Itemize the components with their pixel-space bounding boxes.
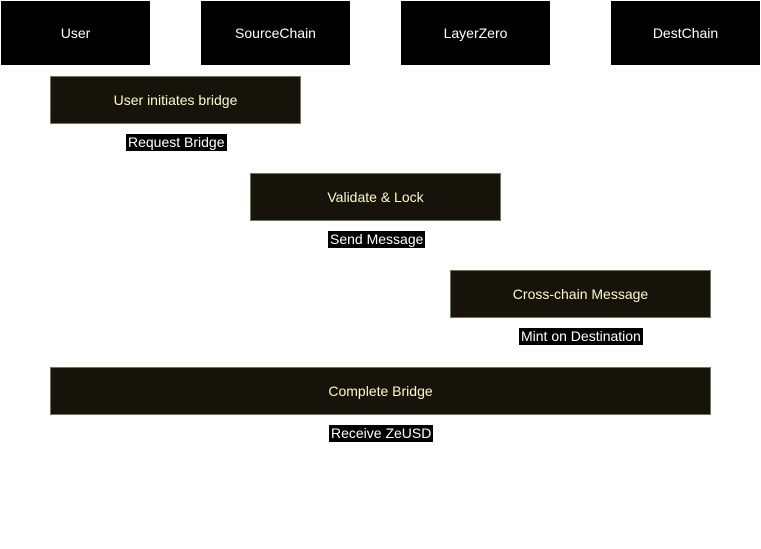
participant-destchain: DestChain [611, 1, 760, 65]
participant-sourcechain: SourceChain [201, 1, 350, 65]
participant-user: User [1, 1, 150, 65]
message-mint-on-destination: Mint on Destination [519, 328, 643, 345]
participant-layerzero: LayerZero [401, 1, 550, 65]
message-receive-zeusd: Receive ZeUSD [329, 425, 434, 442]
message-request-bridge: Request Bridge [126, 134, 227, 151]
note-cross-chain-message: Cross-chain Message [450, 270, 711, 318]
note-complete-bridge: Complete Bridge [50, 367, 711, 415]
message-send-message: Send Message [328, 231, 426, 248]
note-validate-lock: Validate & Lock [250, 173, 501, 221]
note-user-initiates-bridge: User initiates bridge [50, 76, 301, 124]
